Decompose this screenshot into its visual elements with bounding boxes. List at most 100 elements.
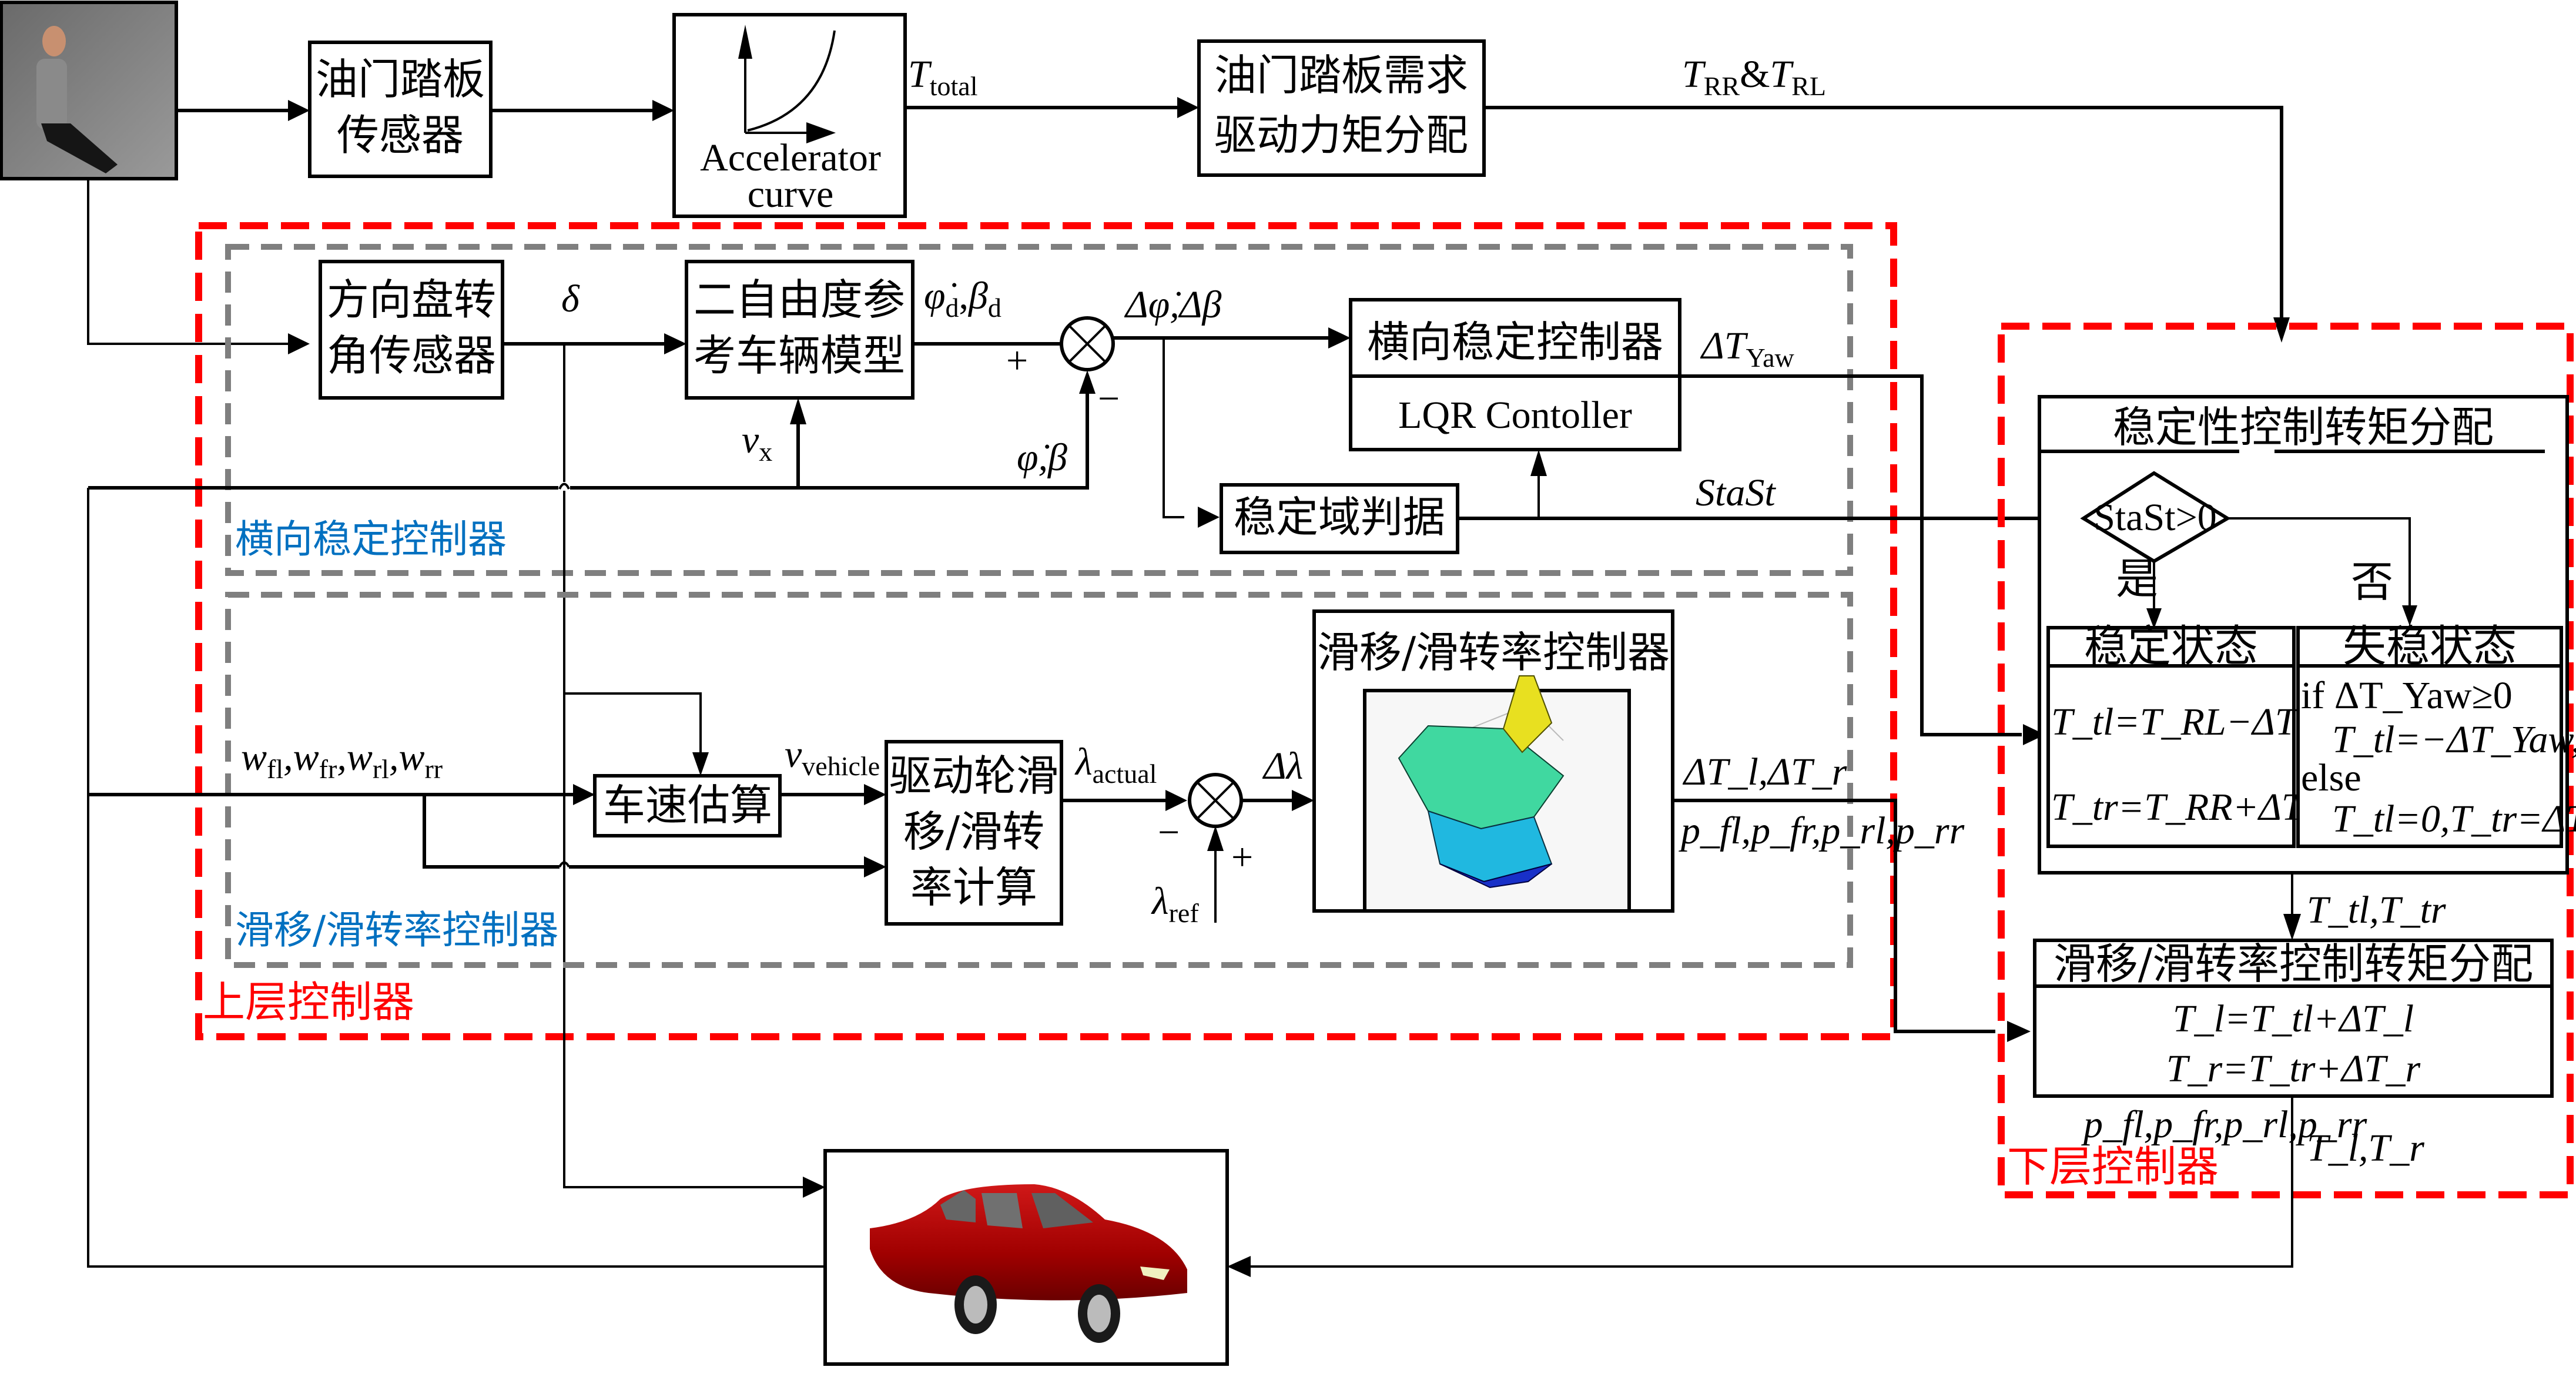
arrow-head: [2023, 724, 2045, 745]
yes-label: 是: [2116, 554, 2158, 604]
demand-label-1: 油门踏板需求: [1214, 51, 1468, 100]
slip-calc-label-1: 驱动轮滑: [889, 751, 1058, 800]
wheel-speeds-label: wfl,wfr,wrl,wrr: [241, 736, 443, 784]
arrow-head: [1177, 97, 1199, 118]
vehicle-model-image: [823, 1149, 1229, 1366]
pedal-sensor-block[interactable]: 油门踏板 传感器: [308, 41, 493, 178]
v-vehicle-label: vvehicle: [785, 733, 880, 781]
slip-ratio-controller-block[interactable]: 滑移/滑转率控制器: [1312, 609, 1674, 913]
delta-label: δ: [561, 277, 580, 320]
lqr-controller-subtitle: LQR Contoller: [1398, 394, 1632, 437]
t-rr-rl-label: TRR&TRL: [1682, 53, 1826, 101]
stast-label: StaSt: [1696, 471, 1776, 514]
speed-estimation-label: 车速估算: [603, 780, 772, 830]
stable-state-title: 稳定状态: [2084, 621, 2258, 672]
steering-label-1: 方向盘转: [327, 275, 496, 324]
arrow-head: [2402, 605, 2417, 626]
slip-calc-label-3: 率计算: [910, 863, 1037, 912]
delta-lambda-label: Δλ: [1262, 745, 1303, 788]
delta-t-yaw-label: ΔTYaw: [1700, 324, 1794, 373]
slip-torque-allocation-block[interactable]: 滑移/滑转率控制转矩分配 T_l=T_tl+ΔT_l T_r=T_tr+ΔT_r: [2033, 939, 2554, 1098]
arrow-head: [2007, 1021, 2031, 1042]
vx-label: vx: [742, 418, 772, 467]
arrow-head: [1198, 507, 1220, 528]
stability-alloc-title: 稳定性控制转矩分配: [2113, 403, 2494, 452]
arrow-head: [692, 752, 709, 776]
feedback-label: φ̇,β: [1017, 436, 1067, 479]
arrow-head: [790, 398, 806, 424]
unstable-state-panel: 失稳状态 if ΔT_Yaw≥0 T_tl=−ΔT_Yaw,T_tr=0 els…: [2296, 621, 2576, 848]
stability-region-criterion-block[interactable]: 稳定域判据: [1220, 483, 1459, 554]
slip-equation-1: T_l=T_tl+ΔT_l: [2173, 997, 2414, 1040]
slip-controller-title: 滑移/滑转率控制器: [235, 907, 558, 953]
upper-controller-boundary: [195, 222, 1897, 1040]
steering-label-2: 角传感器: [327, 331, 496, 380]
arrow-head: [864, 856, 886, 877]
no-label: 否: [2351, 557, 2393, 607]
demand-label-2: 驱动力矩分配: [1214, 110, 1468, 160]
arrow-head: [803, 1177, 825, 1198]
minus-sign: −: [1098, 377, 1120, 420]
arrow-head: [288, 333, 310, 354]
ref-model-label-2: 考车辆模型: [694, 331, 905, 380]
steering-angle-sensor-block[interactable]: 方向盘转 角传感器: [319, 260, 504, 400]
slip-equation-2: T_r=T_tr+ΔT_r: [2166, 1047, 2421, 1090]
stability-judge-label: 稳定域判据: [1234, 492, 1445, 542]
slip-alloc-title: 滑移/滑转率控制转矩分配: [2054, 939, 2533, 989]
plus-sign: +: [1231, 836, 1253, 879]
slip-summing-junction: [1188, 773, 1243, 828]
delta-t-lr-label: ΔT_l,ΔT_r: [1682, 751, 1847, 793]
arrow-head: [1207, 826, 1224, 851]
slip-controller-block-title: 滑移/滑转率控制器: [1317, 628, 1670, 677]
arrow-head: [288, 100, 310, 121]
accelerator-curve-icon: [738, 25, 836, 143]
arrow-head: [652, 100, 674, 121]
unstable-line-3: else: [2301, 756, 2361, 799]
ref-output-label: φ̇d,βd: [924, 274, 1001, 323]
arrow-head: [664, 333, 686, 354]
driver-image: [0, 1, 178, 180]
accelerator-curve-block[interactable]: Accelerator curve: [672, 13, 907, 218]
reference-vehicle-model-block[interactable]: 二自由度参 考车辆模型: [685, 260, 915, 400]
error-label: Δφ̇,Δβ: [1124, 283, 1221, 326]
accelerator-label-1: Accelerator: [700, 136, 881, 179]
lambda-actual-label: λactual: [1074, 741, 1157, 789]
lower-controller-boundary: [1998, 323, 2574, 1198]
arrow-head: [1079, 370, 1096, 394]
pedal-sensor-label-1: 油门踏板: [316, 55, 485, 104]
t-total-label: Ttotal: [908, 53, 977, 101]
arrow-head: [2273, 317, 2290, 343]
pedal-sensor-label-2: 传感器: [337, 110, 464, 160]
unstable-line-2: T_tl=−ΔT_Yaw,T_tr=0: [2332, 718, 2576, 761]
stability-torque-allocation-block[interactable]: 稳定性控制转矩分配 StaSt>0 是 否 稳定状态 T_tl=T_RL−ΔT_…: [2038, 395, 2576, 875]
arrow-head: [573, 784, 595, 805]
arrow-head: [2283, 914, 2301, 940]
minus-sign: −: [1158, 811, 1180, 854]
t-tl-tr-label: T_tl,T_tr: [2307, 889, 2446, 932]
lqr-controller-block[interactable]: 横向稳定控制器 LQR Contoller: [1349, 298, 1681, 451]
lower-controller-title: 下层控制器: [2007, 1142, 2219, 1191]
pressures-label: p_fl,p_fr,p_rl,p_rr: [1679, 809, 1965, 852]
lateral-summing-junction: [1060, 316, 1115, 371]
unstable-line-1: if ΔT_Yaw≥0: [2301, 674, 2513, 717]
lateral-controller-title: 横向稳定控制器: [235, 517, 507, 562]
vehicle-speed-estimation-block[interactable]: 车速估算: [593, 774, 782, 837]
slip-controller-boundary: [225, 592, 1853, 968]
decision-label: StaSt>0: [2093, 496, 2217, 539]
arrow-head: [1165, 790, 1187, 811]
t-l-r-label: T_l,T_r: [2307, 1127, 2424, 1170]
accelerator-label-2: curve: [748, 173, 834, 216]
slip-ratio-calculation-block[interactable]: 驱动轮滑 移/滑转 率计算: [885, 740, 1063, 926]
demand-torque-distribution-block[interactable]: 油门踏板需求 驱动力矩分配: [1197, 39, 1486, 177]
arrow-head: [1292, 790, 1314, 811]
pressures-out-label: p_fl,p_fr,p_rl,p_rr: [2081, 1103, 2367, 1146]
slip-calc-label-2: 移/滑转: [903, 807, 1044, 856]
lateral-controller-boundary: [225, 244, 1853, 576]
plus-sign: +: [1006, 339, 1028, 382]
upper-controller-title: 上层控制器: [203, 977, 414, 1027]
lambda-ref-label: λref: [1151, 880, 1199, 928]
fuzzy-control-surface-plot: [1363, 675, 1631, 913]
arrow-head: [1328, 327, 1351, 349]
lqr-controller-title: 横向稳定控制器: [1367, 317, 1663, 367]
